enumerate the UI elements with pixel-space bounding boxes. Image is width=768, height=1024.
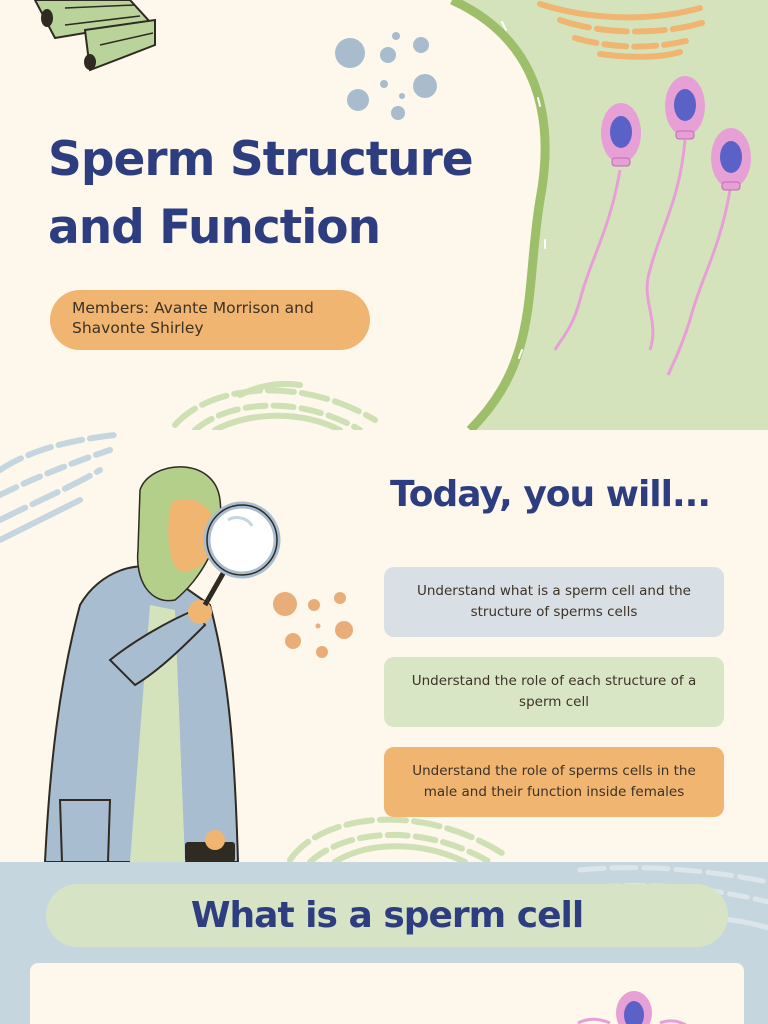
title-slide: Sperm Structure and Function Members: Av… [0,0,768,430]
objectives-slide-decoration [0,432,508,862]
orange-dots-icon [273,592,353,658]
orange-fingerprint-icon [537,1,708,60]
sperm-cell-icon [577,991,687,1024]
title-slide-decoration [33,0,768,430]
objectives-slide: Today, you will... Understand what is a … [0,430,768,862]
blue-fingerprint-icon [0,432,118,543]
page-title: Sperm Structure and Function [48,132,474,255]
green-fingerprint-icon [172,380,378,430]
scientist-illustration [43,466,281,862]
objective-card: Understand the role of sperms cells in t… [384,747,724,817]
section-heading: Today, you will... [389,474,711,515]
green-fingerprint-icon [287,816,508,862]
members-badge: Members: Avante Morrison and Shavonte Sh… [50,290,370,350]
pasta-tubes-icon [33,0,156,72]
definition-slide: What is a sperm cell [0,862,768,1024]
sperm-cell-illustration [553,76,751,376]
section-heading: What is a sperm cell [46,884,728,947]
content-card [30,963,744,1024]
blue-dots-icon [335,32,437,120]
objective-card: Understand the role of each structure of… [384,657,724,727]
objective-card: Understand what is a sperm cell and the … [384,567,724,637]
green-wave-border [450,0,550,430]
